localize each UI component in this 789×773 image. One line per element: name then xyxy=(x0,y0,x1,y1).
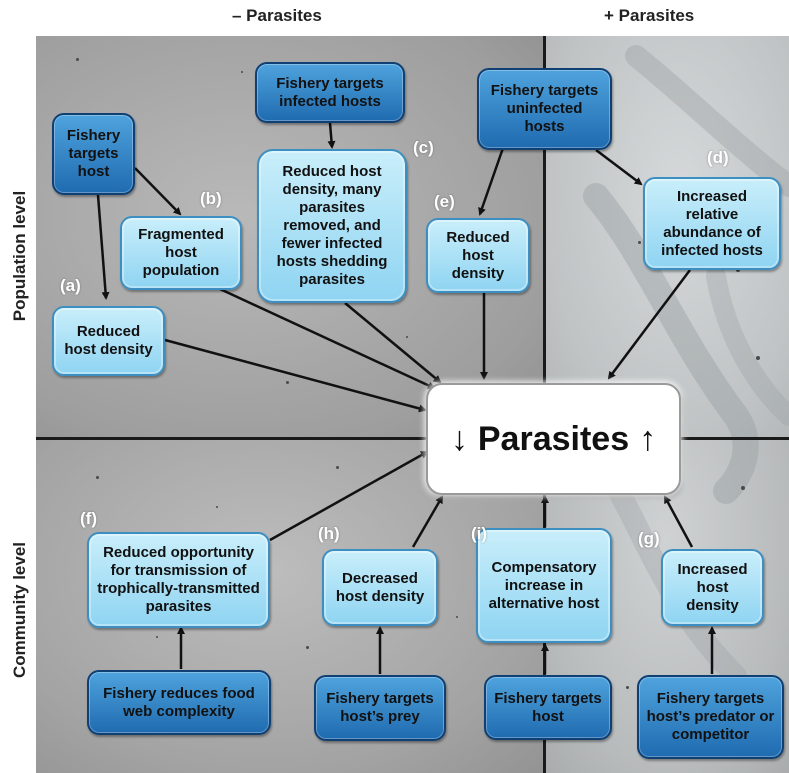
fishery-targets-infected-box: Fishery targets infected hosts xyxy=(255,62,405,123)
reduced-opportunity-box: Reduced opportunity for transmission of … xyxy=(87,532,270,628)
increased-host-density-box: Increased host density xyxy=(661,549,764,626)
horizontal-divider xyxy=(36,437,789,440)
tag-a: (a) xyxy=(60,276,81,295)
tag-h: (h) xyxy=(318,524,340,543)
increased-relative-abundance-box: Increased relative abundance of infected… xyxy=(643,177,781,270)
tag-c: (c) xyxy=(413,138,434,157)
speck xyxy=(96,476,99,479)
tag-d: (d) xyxy=(707,148,729,167)
column-header-plus-parasites: + Parasites xyxy=(604,6,695,25)
parasites-center-box: ↓ Parasites ↑ xyxy=(426,383,681,495)
tag-b: (b) xyxy=(200,189,222,208)
compensatory-increase-box: Compensatory increase in alternative hos… xyxy=(476,528,612,643)
reduced-host-density-a-box: Reduced host density xyxy=(52,306,165,376)
speck xyxy=(736,268,740,272)
reduced-host-density-e-box: Reduced host density xyxy=(426,218,530,293)
column-header-minus-parasites: – Parasites xyxy=(232,6,322,25)
speck xyxy=(626,686,629,689)
speck xyxy=(756,356,760,360)
speck xyxy=(741,486,745,490)
tag-e: (e) xyxy=(434,192,455,211)
tag-f: (f) xyxy=(80,509,97,528)
fishery-targets-uninfected-box: Fishery targets uninfected hosts xyxy=(477,68,612,150)
decreased-host-density-box: Decreased host density xyxy=(322,549,438,626)
speck xyxy=(286,381,289,384)
tag-g: (g) xyxy=(638,529,660,548)
speck xyxy=(406,336,408,338)
speck xyxy=(241,71,243,73)
row-header-population-level: Population level xyxy=(10,190,29,322)
speck xyxy=(216,506,218,508)
speck xyxy=(456,616,458,618)
speck xyxy=(156,636,158,638)
speck xyxy=(76,58,79,61)
down-arrow-icon: ↓ xyxy=(450,419,468,458)
speck xyxy=(336,466,339,469)
tag-i: (i) xyxy=(471,524,488,543)
speck xyxy=(306,646,309,649)
speck xyxy=(638,241,641,244)
fishery-targets-prey-box: Fishery targets host’s prey xyxy=(314,675,446,741)
up-arrow-icon: ↑ xyxy=(639,419,657,458)
fishery-targets-predator-box: Fishery targets host’s predator or compe… xyxy=(637,675,784,759)
fragmented-host-population-box: Fragmented host population xyxy=(120,216,242,290)
fishery-reduces-food-web-box: Fishery reduces food web complexity xyxy=(87,670,271,735)
fishery-targets-host-bottom-box: Fishery targets host xyxy=(484,675,612,740)
parasites-label: Parasites xyxy=(477,419,630,458)
reduced-host-density-c-box: Reduced host density, many parasites rem… xyxy=(257,149,407,303)
fishery-targets-host-top-box: Fishery targets host xyxy=(52,113,135,195)
row-header-community-level: Community level xyxy=(10,541,29,679)
